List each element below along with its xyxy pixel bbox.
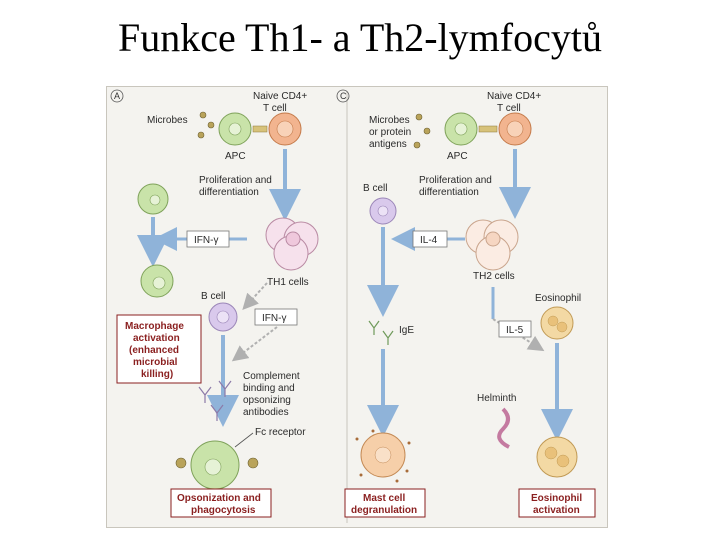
b-cell-label-a: B cell [201, 291, 225, 302]
opsonization-l2: phagocytosis [191, 505, 256, 516]
complement-l3: opsonizing [243, 395, 291, 406]
ifn-label-a1: IFN-γ [194, 235, 218, 246]
mast-l1: Mast cell [363, 493, 405, 504]
immunology-figure: A Naive CD4+ T cell Microbes APC Prolife… [106, 86, 608, 528]
apc-label-a: APC [225, 151, 246, 162]
complement-l4: antibodies [243, 407, 289, 418]
granules-icon [355, 429, 411, 483]
il5-box [498, 320, 532, 338]
il4-box [412, 230, 448, 248]
panel-c: C Naive CD4+ T cell Microbes or protein … [336, 89, 596, 518]
mast-l2: degranulation [351, 505, 417, 516]
macrophage-l5: killing) [141, 369, 173, 380]
eos-act-l1: Eosinophil [531, 493, 582, 504]
opsonization-l1: Opsonization and [177, 493, 261, 504]
helminth-icon [497, 407, 510, 449]
ige-icon [368, 320, 394, 345]
helminth-label: Helminth [477, 393, 516, 404]
il5-label: IL-5 [506, 325, 524, 336]
slide-title: Funkce Th1- a Th2-lymfocytů [118, 15, 602, 60]
prolif-label-c1: Proliferation and [419, 175, 492, 186]
eos-act-box [518, 488, 596, 518]
microbes-label-c3: antigens [369, 139, 407, 150]
eosinophil-label: Eosinophil [535, 293, 581, 304]
microbe-bound-icon [175, 457, 259, 469]
th1-label: TH1 cells [267, 277, 309, 288]
naive-cell-label-c2: T cell [497, 103, 521, 114]
th2-label: TH2 cells [473, 271, 515, 282]
b-cell-label-c: B cell [363, 183, 387, 194]
microbes-label-a: Microbes [147, 115, 188, 126]
apc-label-c: APC [447, 151, 468, 162]
macrophage-l2: activation [133, 333, 180, 344]
ige-label: IgE [399, 325, 414, 336]
ifn-box-a1 [186, 230, 230, 248]
microbes-label-c2: or protein [369, 127, 411, 138]
prolif-label-a2: differentiation [199, 187, 259, 198]
prolif-label-c2: differentiation [419, 187, 479, 198]
naive-cell-label-a1: Naive CD4+ [253, 91, 307, 102]
microbes-icon [197, 111, 215, 139]
ifn-label-a2: IFN-γ [262, 313, 286, 324]
il4-label: IL-4 [420, 235, 438, 246]
eos-act-l2: activation [533, 505, 580, 516]
fc-receptor-label: Fc receptor [255, 427, 306, 438]
panel-a-letter: A [114, 91, 120, 101]
th2-cells [465, 219, 519, 271]
eosinophil-activated [536, 436, 578, 478]
macrophage-l1: Macrophage [125, 321, 184, 332]
microbes-label-c1: Microbes [369, 115, 410, 126]
fc-receptor-pointer [234, 432, 254, 448]
panel-a: A Naive CD4+ T cell Microbes APC Prolife… [110, 89, 319, 518]
macrophage-activation-box [116, 314, 202, 384]
macrophage-l4: microbial [133, 357, 178, 368]
arrow-il5 [492, 318, 545, 352]
macrophage-l3: (enhanced [129, 345, 179, 356]
antigens-icon [413, 113, 431, 149]
naive-cell-label-c1: Naive CD4+ [487, 91, 541, 102]
prolif-label-a1: Proliferation and [199, 175, 272, 186]
complement-l1: Complement [243, 371, 300, 382]
opsonization-box [170, 488, 272, 518]
ifn-box-a2 [254, 308, 298, 326]
complement-l2: binding and [243, 383, 295, 394]
mast-box [344, 488, 426, 518]
arrow-th1-to-b [242, 282, 268, 310]
naive-cell-label-a2: T cell [263, 103, 287, 114]
th1-cells [265, 217, 319, 271]
diagram-svg: A Naive CD4+ T cell Microbes APC Prolife… [110, 89, 596, 523]
antibodies-icon [198, 380, 232, 421]
panel-c-letter: C [340, 91, 347, 101]
arrow-complement [231, 326, 278, 362]
